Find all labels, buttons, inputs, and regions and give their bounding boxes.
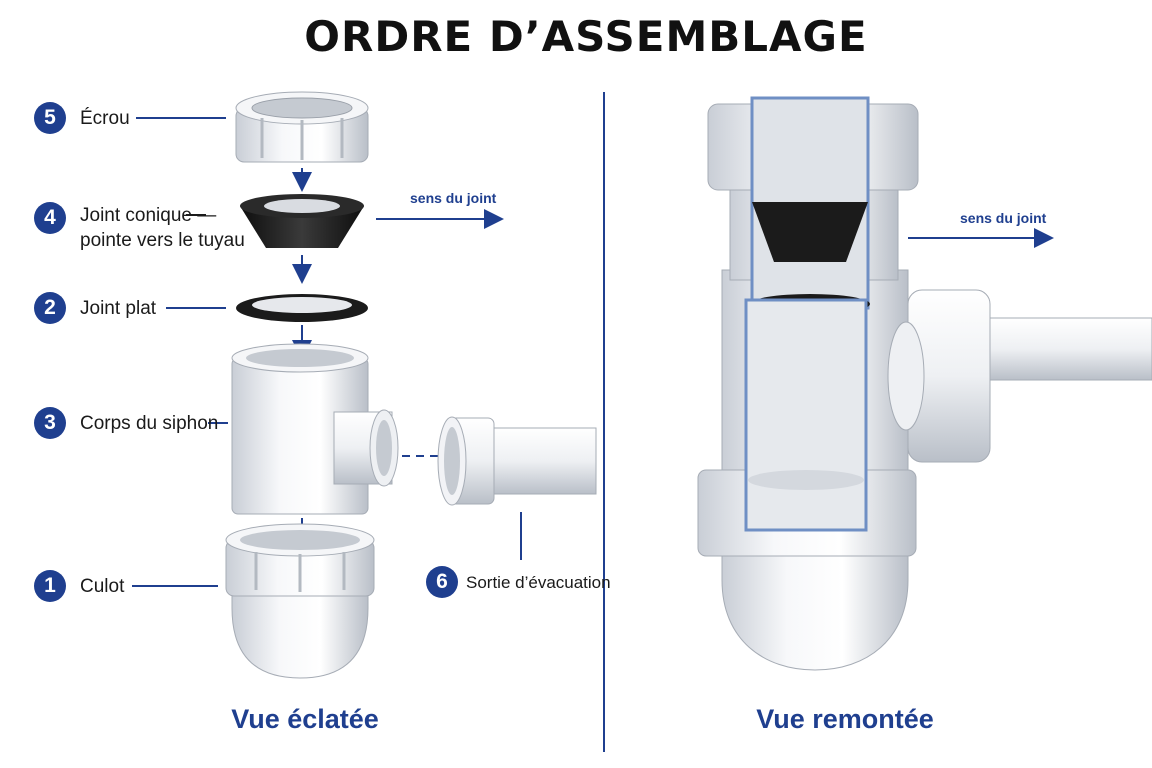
assembled-trap bbox=[697, 96, 1152, 671]
conical-washer-part bbox=[240, 194, 364, 248]
step-badge-4: 4 bbox=[34, 202, 66, 234]
step-badge-3: 3 bbox=[34, 407, 66, 439]
part-label-sortie-evacuation: Sortie d’évacuation bbox=[466, 573, 611, 592]
flat-washer-part bbox=[236, 294, 368, 322]
caption-exploded-view: Vue éclatée bbox=[231, 704, 379, 734]
part-label-joint-plat: Joint plat bbox=[80, 298, 157, 319]
step-badge-1: 1 bbox=[34, 570, 66, 602]
page-title: ORDRE D’ASSEMBLAGE bbox=[304, 12, 868, 61]
part-label-joint-conique-line2: pointe vers le tuyau bbox=[80, 230, 245, 251]
part-label-corps-siphon: Corps du siphon bbox=[80, 413, 219, 434]
direction-label-exploded: sens du joint bbox=[410, 190, 497, 206]
outlet-pipe-part bbox=[437, 416, 597, 506]
trap-body-part bbox=[231, 343, 399, 515]
part-label-ecrou: Écrou bbox=[80, 108, 130, 129]
step-badge-2: 2 bbox=[34, 292, 66, 324]
nut-part bbox=[235, 91, 369, 163]
base-cup-part bbox=[225, 523, 375, 679]
step-badge-6: 6 bbox=[426, 566, 458, 598]
part-label-culot: Culot bbox=[80, 576, 125, 597]
step-badge-5: 5 bbox=[34, 102, 66, 134]
direction-label-assembled: sens du joint bbox=[960, 210, 1047, 226]
part-label-joint-conique: Joint conique — bbox=[80, 205, 217, 226]
caption-assembled-view: Vue remontée bbox=[756, 704, 934, 734]
